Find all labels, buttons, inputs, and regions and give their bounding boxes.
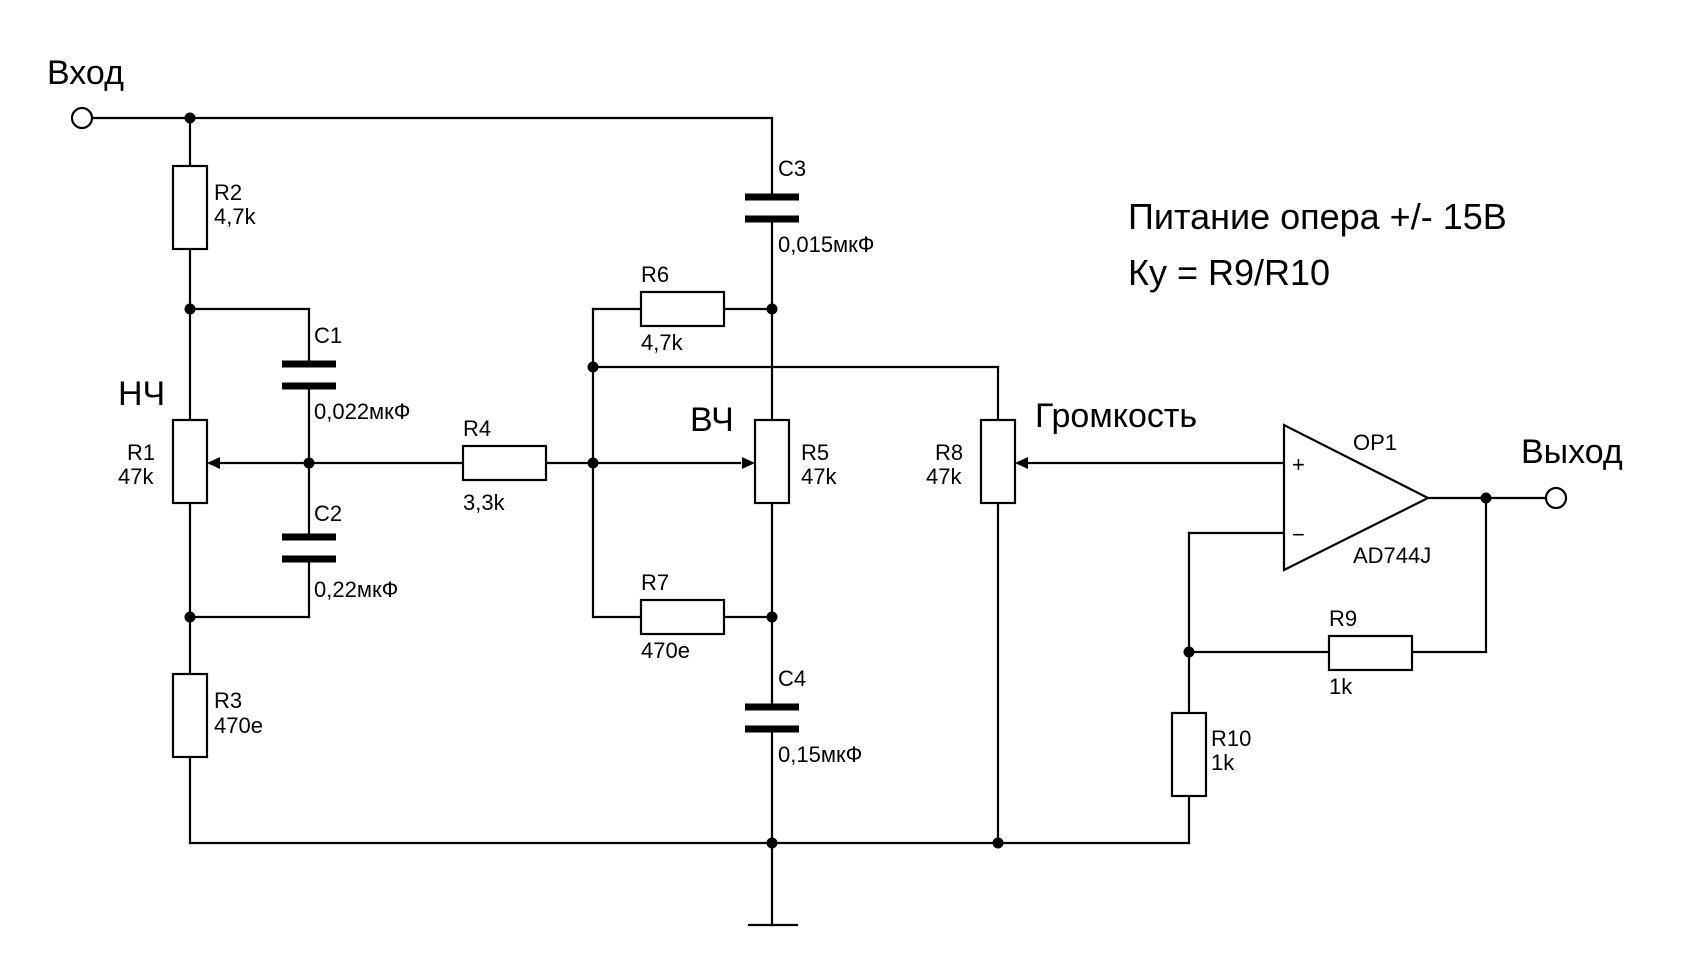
r9-value: 1k: [1329, 674, 1353, 699]
resistor-r5: [753, 418, 791, 505]
opamp-minus-sign: −: [1292, 522, 1305, 547]
capacitor-c2: [282, 533, 336, 563]
output-terminal: [1544, 486, 1568, 510]
junctions: [184, 112, 1492, 849]
capacitor-c3: [745, 193, 799, 223]
r9-ref: R9: [1329, 606, 1357, 631]
r1-value: 47k: [118, 464, 154, 489]
r2-value: 4,7k: [214, 204, 257, 229]
component-labels: R2 4,7k R1 47k R3 470е C1 0,022мкФ C2 0,…: [118, 156, 1431, 775]
r3-value: 470е: [214, 713, 263, 738]
capacitors: [282, 193, 799, 733]
resistor-r6: [639, 290, 726, 328]
r7-ref: R7: [641, 570, 669, 595]
c1-ref: C1: [314, 323, 342, 348]
r1-ref: R1: [127, 440, 155, 465]
r5-value: 47k: [801, 464, 837, 489]
r3-ref: R3: [214, 688, 242, 713]
wiper-arrow-r5: [742, 457, 755, 469]
r2-ref: R2: [214, 180, 242, 205]
capacitor-c4: [745, 703, 799, 733]
resistor-r2: [171, 164, 209, 251]
resistor-r3: [171, 672, 209, 759]
r10-value: 1k: [1211, 750, 1235, 775]
gain-note: Ку = R9/R10: [1128, 252, 1330, 293]
c3-value: 0,015мкФ: [778, 232, 875, 257]
resistor-r1: [171, 418, 209, 505]
r6-ref: R6: [641, 262, 669, 287]
c4-value: 0,15мкФ: [778, 742, 862, 767]
treble-label: ВЧ: [690, 401, 734, 439]
supply-note: Питание опера +/- 15В: [1128, 196, 1507, 237]
resistor-r4: [461, 444, 548, 482]
wiper-arrow-r1: [207, 457, 220, 469]
capacitor-c1: [282, 360, 336, 390]
output-label: Выход: [1521, 433, 1623, 471]
r4-ref: R4: [463, 416, 491, 441]
c4-ref: C4: [778, 666, 806, 691]
resistor-r8: [979, 418, 1017, 505]
wiper-arrow-r8: [1015, 457, 1028, 469]
c1-value: 0,022мкФ: [314, 399, 411, 424]
volume-label: Громкость: [1035, 397, 1197, 435]
bass-label: НЧ: [118, 375, 165, 413]
c2-value: 0,22мкФ: [314, 577, 398, 602]
resistors: [171, 164, 1414, 798]
r5-ref: R5: [801, 440, 829, 465]
r6-value: 4,7k: [641, 330, 684, 355]
resistor-r10: [1170, 711, 1208, 798]
input-label: Вход: [47, 54, 124, 92]
r10-ref: R10: [1211, 726, 1251, 751]
r8-ref: R8: [935, 440, 963, 465]
r7-value: 470е: [641, 638, 690, 663]
opamp-op1: + −: [1282, 423, 1431, 572]
r4-value: 3,3k: [463, 490, 506, 515]
resistor-r7: [639, 598, 726, 636]
input-terminal: [70, 106, 94, 130]
c3-ref: C3: [778, 156, 806, 181]
opamp-plus-sign: +: [1292, 452, 1305, 477]
op1-ref: OP1: [1353, 430, 1397, 455]
r8-value: 47k: [926, 464, 962, 489]
wiper-arrows: [207, 457, 1028, 469]
c2-ref: C2: [314, 501, 342, 526]
op1-value: AD744J: [1353, 543, 1431, 568]
resistor-r9: [1327, 634, 1414, 672]
